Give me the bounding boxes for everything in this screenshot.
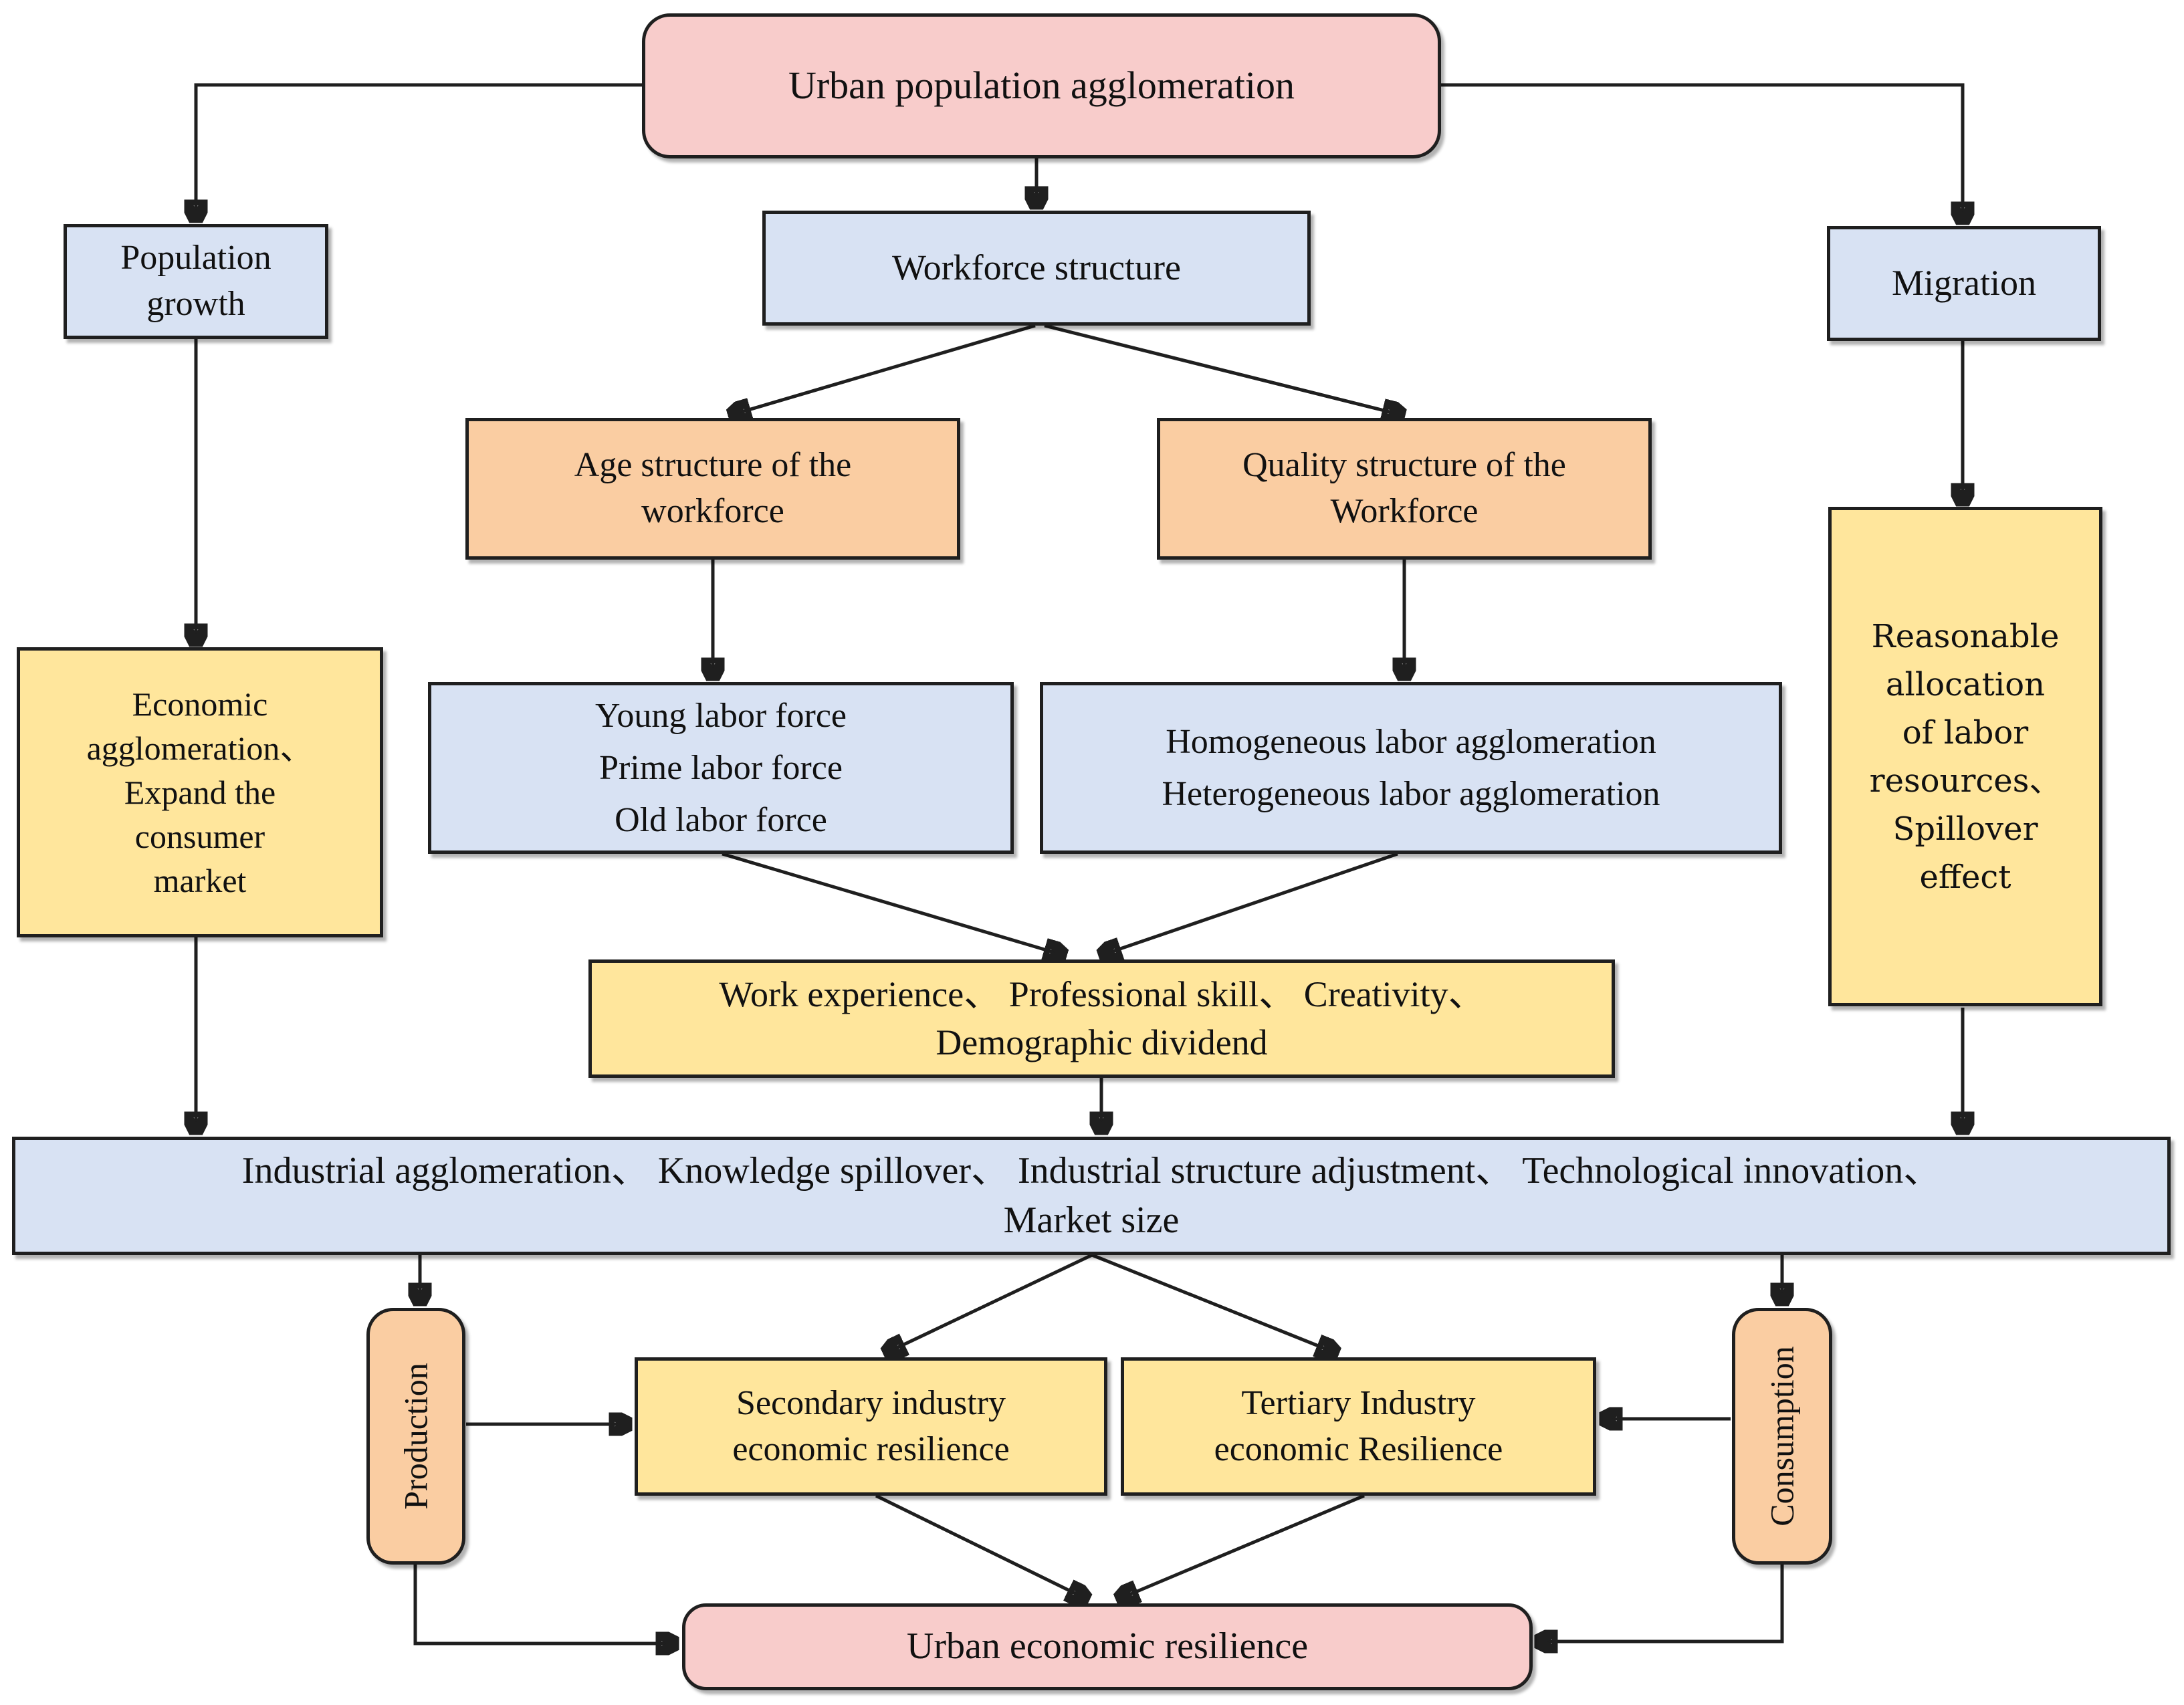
node-tertiary-industry-resilience: Tertiary Industry economic Resilience (1121, 1357, 1596, 1496)
node-reasonable-allocation: Reasonable allocation of labor resources… (1828, 507, 2102, 1006)
edge-young-to-workexperience (722, 852, 1065, 955)
edge-homogeneous-to-workexperience (1101, 852, 1398, 955)
edge-urban-to-migration (1441, 83, 1963, 223)
node-label: Work experience、 Professional skill、 Cre… (719, 974, 1485, 1062)
node-young-labor-force: Young labor force Prime labor force Old … (428, 682, 1014, 854)
node-urban-economic-resilience: Urban economic resilience (682, 1603, 1533, 1690)
node-workforce-structure: Workforce structure (762, 211, 1311, 326)
edge-production-to-urban-resilience (413, 1565, 677, 1643)
node-label: Migration (1892, 263, 2036, 304)
node-label: Industrial agglomeration、 Knowledge spil… (241, 1149, 1941, 1241)
node-economic-agglomeration: Economic agglomeration、 Expand the consu… (17, 647, 383, 937)
node-migration: Migration (1827, 226, 2101, 341)
edge-secondary-to-urban-resilience (875, 1494, 1087, 1599)
node-consumption: Consumption (1732, 1308, 1832, 1565)
edge-consumption-to-urban-resilience (1537, 1565, 1784, 1641)
edge-industrial-to-secondary (885, 1253, 1093, 1353)
node-label: Quality structure of the Workforce (1242, 446, 1566, 530)
node-industrial-channels: Industrial agglomeration、 Knowledge spil… (12, 1137, 2171, 1255)
node-label: Homogeneous labor agglomeration Heteroge… (1162, 722, 1660, 813)
node-label: Consumption (1763, 1346, 1801, 1526)
node-homogeneous-heterogeneous: Homogeneous labor agglomeration Heteroge… (1040, 682, 1782, 854)
node-label: Age structure of the workforce (574, 446, 852, 530)
node-urban-population-agglomeration: Urban population agglomeration (642, 13, 1441, 158)
edge-tertiary-to-urban-resilience (1118, 1494, 1365, 1599)
node-secondary-industry-resilience: Secondary industry economic resilience (635, 1357, 1107, 1496)
node-label: Tertiary Industry economic Resilience (1214, 1383, 1503, 1468)
edge-workforce-to-age (730, 324, 1036, 415)
node-age-structure: Age structure of the workforce (465, 418, 960, 560)
node-label: Young labor force Prime labor force Old … (595, 696, 847, 839)
node-production: Production (366, 1308, 465, 1565)
node-population-growth: Population growth (64, 224, 328, 339)
node-label: Workforce structure (892, 247, 1181, 288)
node-label: Secondary industry economic resilience (732, 1383, 1010, 1468)
edge-workforce-to-quality (1044, 324, 1403, 415)
node-quality-structure: Quality structure of the Workforce (1157, 418, 1652, 560)
node-label: Economic agglomeration、 Expand the consu… (86, 685, 314, 899)
node-label: Reasonable allocation of labor resources… (1869, 617, 2062, 896)
node-label: Production (397, 1363, 435, 1510)
edge-industrial-to-tertiary (1091, 1253, 1337, 1353)
node-label: Urban economic resilience (906, 1625, 1309, 1668)
node-work-experience: Work experience、 Professional skill、 Cre… (588, 959, 1615, 1078)
node-label: Urban population agglomeration (788, 64, 1295, 108)
edge-urban-to-population-growth (196, 83, 642, 221)
node-label: Population growth (120, 239, 271, 323)
